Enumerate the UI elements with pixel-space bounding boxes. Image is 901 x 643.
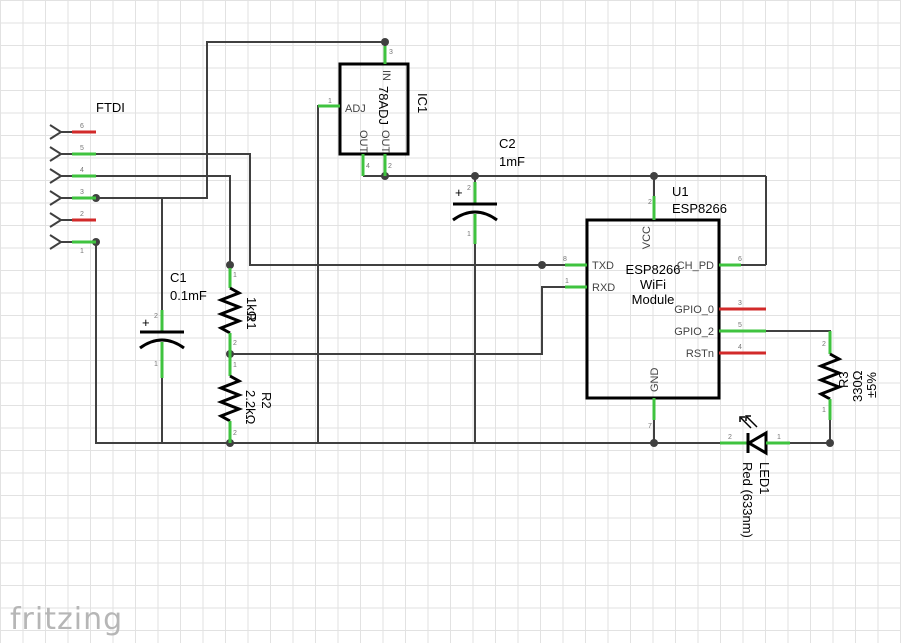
- svg-text:2: 2: [822, 341, 826, 348]
- ic1-value: 78ADJ: [376, 86, 391, 125]
- ftdi-pin-6: 6: [49, 123, 96, 140]
- r2-resistor[interactable]: 1 2 R2 2.2kΩ: [216, 354, 274, 443]
- svg-text:ADJ: ADJ: [345, 103, 366, 115]
- ic1-ref: IC1: [415, 93, 430, 113]
- svg-text:3: 3: [389, 49, 393, 56]
- r3-value: 330Ω: [850, 370, 865, 402]
- svg-text:4: 4: [366, 163, 370, 170]
- svg-text:1: 1: [233, 272, 237, 279]
- ftdi-pin-3: 3: [49, 189, 96, 206]
- svg-text:GPIO_2: GPIO_2: [674, 326, 714, 338]
- connector-icon: [49, 234, 63, 250]
- fritzing-logo: fritzing: [10, 602, 123, 637]
- svg-text:GPIO_0: GPIO_0: [674, 304, 714, 316]
- svg-text:4: 4: [80, 167, 84, 174]
- svg-text:VCC: VCC: [641, 226, 653, 249]
- svg-text:GND: GND: [649, 368, 661, 393]
- svg-text:3: 3: [738, 300, 742, 307]
- u1-value: ESP8266: [672, 201, 727, 216]
- svg-text:RSTn: RSTn: [686, 348, 714, 360]
- svg-text:CH_PD: CH_PD: [677, 260, 714, 272]
- connector-icon: [49, 124, 63, 140]
- r1-ref: R1: [244, 313, 259, 330]
- c1-ref: C1: [170, 270, 187, 285]
- svg-text:2: 2: [388, 163, 392, 170]
- r2-ref: R2: [259, 392, 274, 409]
- svg-text:1: 1: [154, 361, 158, 368]
- ftdi-pin-1: 1: [49, 234, 96, 255]
- wire-r3-led[interactable]: [790, 420, 831, 444]
- svg-text:2: 2: [154, 313, 158, 320]
- svg-text:2: 2: [80, 211, 84, 218]
- r1-value: 1kΩ: [244, 297, 259, 321]
- svg-text:3: 3: [80, 189, 84, 196]
- svg-text:1: 1: [233, 362, 237, 369]
- c1-value: 0.1mF: [170, 288, 207, 303]
- r3-ref: R3: [836, 371, 851, 388]
- connector-icon: [49, 146, 63, 162]
- svg-text:RXD: RXD: [592, 282, 615, 294]
- svg-text:OUT: OUT: [379, 130, 391, 154]
- svg-text:2: 2: [728, 434, 732, 441]
- c2-ref: C2: [499, 136, 516, 151]
- wire-divider-rxd[interactable]: [230, 286, 565, 355]
- wire-ftdi-tx[interactable]: [96, 153, 565, 266]
- led1-value: Red (633nm): [740, 462, 755, 538]
- svg-text:4: 4: [738, 344, 742, 351]
- svg-text:1: 1: [328, 98, 332, 105]
- c1-capacitor[interactable]: + 2 1 C1 0.1mF: [139, 270, 207, 378]
- svg-text:WiFi: WiFi: [640, 277, 666, 292]
- svg-text:1: 1: [467, 231, 471, 238]
- svg-text:2: 2: [467, 185, 471, 192]
- svg-text:8: 8: [563, 256, 567, 263]
- svg-text:OUT: OUT: [357, 130, 369, 154]
- wire-gpio2[interactable]: [766, 330, 831, 354]
- ftdi-pin-2: 2: [49, 211, 96, 228]
- connector-icon: [49, 212, 63, 228]
- svg-text:7: 7: [648, 423, 652, 430]
- svg-text:2: 2: [233, 430, 237, 437]
- svg-text:ESP8266: ESP8266: [626, 262, 681, 277]
- wire-gnd[interactable]: [95, 242, 740, 444]
- ftdi-header[interactable]: FTDI 6 5 4 3 2: [49, 100, 125, 255]
- ftdi-label: FTDI: [96, 100, 125, 115]
- wire-ftdi-rx[interactable]: [96, 175, 231, 268]
- ic1-regulator[interactable]: 3 1 4 2 ADJ IN OUT OUT 78ADJ IC1: [318, 46, 430, 176]
- svg-text:+: +: [455, 185, 463, 200]
- c2-value: 1mF: [499, 154, 525, 169]
- connector-icon: [49, 190, 63, 206]
- svg-text:5: 5: [738, 322, 742, 329]
- r1-resistor[interactable]: 1 2 R1 1kΩ: [216, 268, 259, 354]
- svg-text:Module: Module: [632, 292, 675, 307]
- ic1-body: [338, 62, 410, 156]
- svg-text:1: 1: [80, 248, 84, 255]
- svg-text:1: 1: [777, 434, 781, 441]
- r3-resistor[interactable]: 2 1 R3 330Ω ±5%: [816, 331, 879, 420]
- r2-value: 2.2kΩ: [243, 390, 258, 425]
- wire-adj[interactable]: [317, 105, 340, 443]
- ftdi-pin-4: 4: [49, 167, 96, 184]
- led1-ref: LED1: [757, 462, 772, 495]
- led1[interactable]: 2 1 LED1 Red (633nm): [720, 415, 790, 538]
- svg-text:+: +: [142, 315, 150, 330]
- svg-text:IN: IN: [380, 70, 392, 81]
- light-emission-icon: [739, 415, 758, 429]
- ftdi-pin-5: 5: [49, 145, 96, 162]
- svg-text:2: 2: [233, 340, 237, 347]
- svg-text:1: 1: [822, 407, 826, 414]
- svg-text:TXD: TXD: [592, 260, 614, 272]
- r3-tolerance: ±5%: [864, 372, 879, 398]
- junctions: [92, 38, 834, 447]
- u1-ref: U1: [672, 184, 689, 199]
- connector-icon: [49, 168, 63, 184]
- svg-text:6: 6: [738, 256, 742, 263]
- u1-esp8266[interactable]: U1 ESP8266 ESP8266 WiFi Module 2 VCC 7 G…: [563, 184, 766, 430]
- c2-capacitor[interactable]: + 2 1 C2 1mF: [452, 136, 525, 244]
- svg-text:5: 5: [80, 145, 84, 152]
- svg-text:1: 1: [565, 278, 569, 285]
- svg-text:2: 2: [648, 199, 652, 206]
- svg-text:6: 6: [80, 123, 84, 130]
